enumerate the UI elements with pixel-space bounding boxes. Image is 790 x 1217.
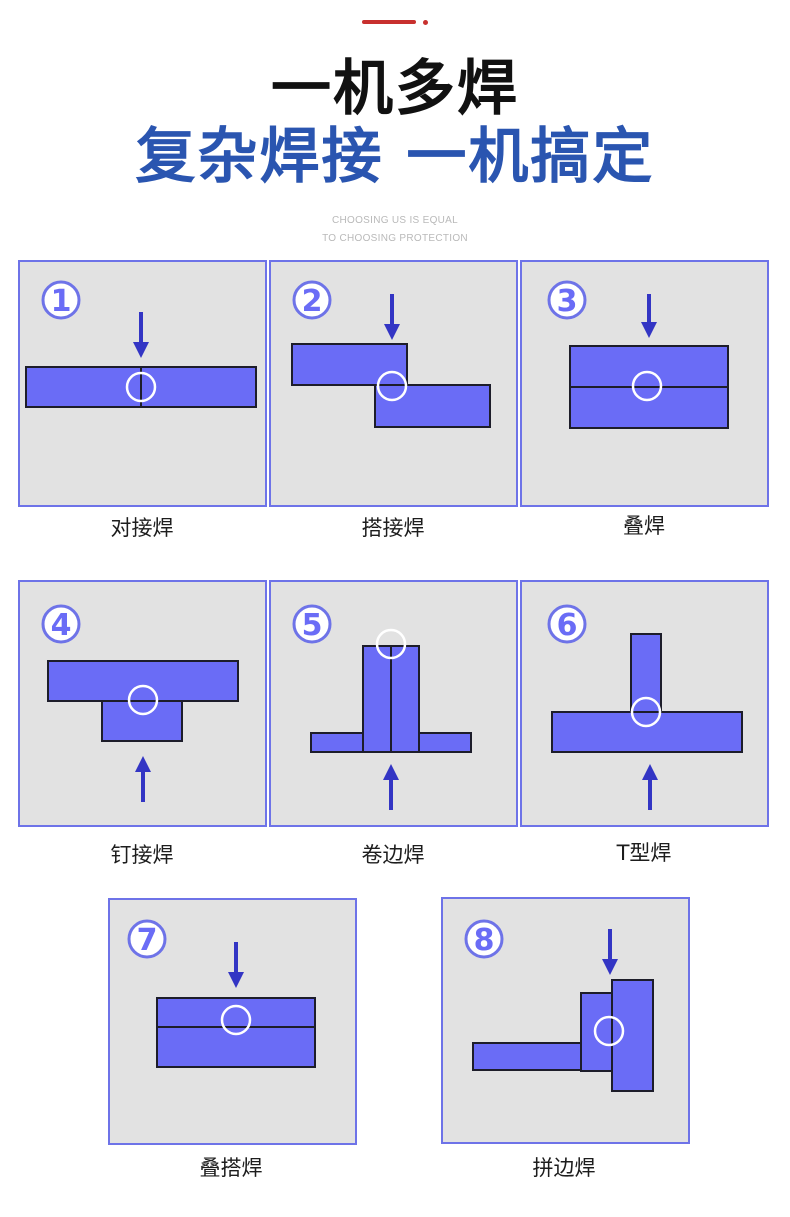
workpiece-vertical (630, 633, 662, 713)
weld-point-marker (127, 684, 159, 716)
workpiece-block-upper (291, 343, 408, 386)
panel-label: 拼边焊 (532, 1156, 596, 1180)
weld-point-marker (375, 628, 407, 660)
workpiece-block-lower (569, 386, 729, 429)
number-badge (292, 604, 332, 644)
tagline-line-1: CHOOSING US IS EQUAL (331, 215, 459, 226)
workpiece-block-upper (156, 997, 316, 1028)
workpiece-horizontal (472, 1042, 583, 1071)
panel-label: 钉接焊 (110, 843, 174, 867)
panel-stack-weld: 3 (520, 260, 769, 507)
panel-label: 对接焊 (110, 516, 174, 540)
number-badge-text: 3 (557, 284, 578, 319)
workpiece-block-upper (47, 660, 239, 702)
panel-label: T型焊 (616, 841, 672, 865)
panel-edge-weld: 8 (441, 897, 690, 1144)
workpiece-flange-left (362, 645, 392, 753)
top-accent-line (362, 20, 416, 24)
arrow-down-icon (384, 294, 400, 340)
weld-point-marker (631, 370, 663, 402)
panel-label: 叠搭焊 (199, 1156, 263, 1180)
workpiece-flange-right (390, 645, 420, 753)
weld-point-marker (593, 1015, 625, 1047)
weld-point-marker (220, 1004, 252, 1036)
workpiece-block-lower (374, 384, 491, 428)
arrow-up-icon (135, 756, 151, 802)
top-accent-dot (423, 20, 428, 25)
number-badge-text: 7 (137, 923, 158, 958)
tagline-line-2: TO CHOOSING PROTECTION (322, 233, 468, 244)
workpiece-edge-inner (580, 992, 613, 1072)
arrow-down-icon (641, 294, 657, 338)
panel-label: 搭接焊 (361, 516, 425, 540)
number-badge-text: 1 (51, 284, 72, 319)
number-badge (292, 280, 332, 320)
page-subtitle: 复杂焊接 一机搞定 (135, 122, 655, 192)
panel-butt-weld: 1 (18, 260, 267, 507)
number-badge (127, 919, 167, 959)
arrow-down-icon (133, 312, 149, 358)
panel-stacked-lap-weld: 7 (108, 898, 357, 1145)
panel-lap-weld: 2 (269, 260, 518, 507)
number-badge-text: 4 (51, 608, 72, 643)
number-badge (547, 280, 587, 320)
arrow-down-icon (602, 929, 618, 975)
number-badge (41, 604, 81, 644)
workpiece-edge-outer (611, 979, 654, 1092)
number-badge (41, 280, 81, 320)
weld-point-marker (376, 370, 408, 402)
number-badge-text: 6 (557, 608, 578, 643)
arrow-up-icon (383, 764, 399, 810)
panel-t-weld: 6 (520, 580, 769, 827)
number-badge-text: 2 (302, 284, 323, 319)
workpiece-block-upper (569, 345, 729, 388)
number-badge-text: 8 (474, 923, 495, 958)
workpiece-block-lower (101, 700, 183, 742)
workpiece-base (551, 711, 743, 753)
page-title: 一机多焊 (271, 54, 519, 124)
number-badge-text: 5 (302, 608, 323, 643)
number-badge (547, 604, 587, 644)
number-badge (464, 919, 504, 959)
arrow-up-icon (642, 764, 658, 810)
panel-flange-weld: 5 (269, 580, 518, 827)
arrow-down-icon (228, 942, 244, 988)
weld-point-marker (630, 696, 662, 728)
panel-plug-weld: 4 (18, 580, 267, 827)
weld-point-marker (125, 371, 157, 403)
panel-label: 叠焊 (623, 514, 665, 538)
panel-label: 卷边焊 (361, 843, 425, 867)
